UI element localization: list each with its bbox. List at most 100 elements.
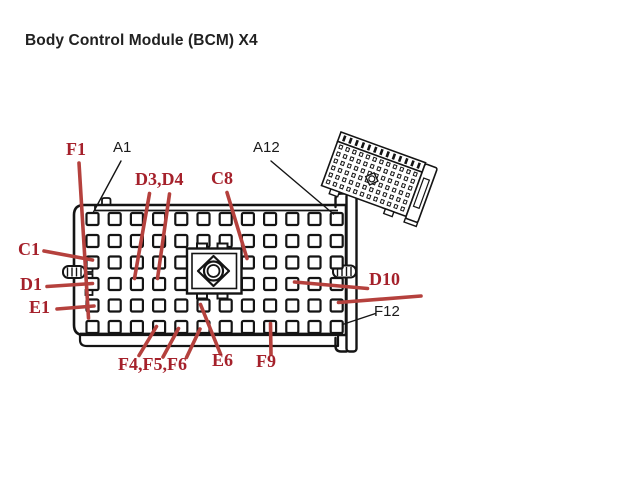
iso-pin-hole: [339, 183, 345, 190]
iso-pin-hole: [335, 151, 341, 157]
page-title: Body Control Module (BCM) X4: [25, 32, 258, 49]
iso-pin-hole: [399, 206, 406, 212]
callout-label-f1: F1: [66, 139, 86, 159]
iso-top-slot: [391, 153, 397, 160]
connector-bottom-lip: [78, 333, 340, 348]
pin-C9: [263, 255, 278, 270]
iso-pin-hole: [383, 168, 389, 175]
iso-pin-hole: [355, 158, 362, 165]
iso-pin-hole: [345, 186, 352, 193]
iso-pin-hole: [400, 182, 407, 189]
pin-F10: [285, 319, 300, 335]
center-bolt-block: [185, 242, 243, 300]
iso-pin-hole: [338, 144, 344, 150]
pin-C12: [329, 255, 344, 270]
iso-pin-hole: [395, 196, 402, 203]
iso-pin-hole: [334, 174, 341, 181]
pin-D9: [263, 276, 278, 292]
pin-E7: [218, 298, 233, 313]
pin-F12: [329, 319, 344, 335]
iso-pin-hole: [333, 158, 339, 164]
leader-d10-under: [336, 294, 423, 305]
callout-label-c8: C8: [211, 168, 233, 188]
leader-d1: [45, 281, 95, 289]
pin-E3: [129, 298, 144, 313]
callout-label-d10: D10: [369, 269, 400, 289]
iso-pin-hole: [388, 194, 395, 200]
pin-F11: [307, 319, 322, 335]
pin-F1: [85, 319, 100, 335]
iso-pin-hole: [379, 198, 385, 205]
pin-E11: [307, 298, 322, 313]
iso-pin-hole: [380, 175, 386, 182]
pin-A6: [196, 211, 211, 227]
iso-top-slot: [379, 148, 384, 156]
pin-B10: [285, 233, 300, 249]
iso-pin-hole: [368, 186, 374, 193]
pin-E4: [152, 298, 167, 313]
bolt-hole: [206, 264, 221, 278]
leader-f12: [341, 312, 377, 326]
iso-pin-hole: [344, 146, 351, 153]
pin-F2: [107, 319, 122, 335]
iso-top-slot: [354, 139, 359, 147]
pin-B2: [107, 233, 122, 249]
pin-A11: [307, 211, 322, 227]
iso-pin-hole: [382, 191, 388, 198]
iso-pin-hole: [339, 160, 346, 167]
leader-f9: [268, 321, 273, 357]
pin-A4: [152, 211, 167, 227]
iso-pin-hole: [344, 170, 350, 176]
left-lock-tab: [62, 265, 86, 279]
iso-pin-hole: [387, 177, 393, 184]
pin-D5: [174, 276, 189, 292]
leader-f1: [77, 161, 91, 320]
leader-e1: [55, 304, 96, 311]
pin-F7: [218, 319, 233, 335]
leader-a1: [92, 160, 122, 213]
pin-C5: [174, 255, 189, 270]
iso-pin-hole: [362, 161, 369, 167]
pin-D3: [129, 276, 144, 292]
iso-pin-hole: [412, 171, 418, 177]
pin-E10: [285, 298, 300, 313]
iso-pin-hole: [389, 170, 396, 177]
iso-pin-hole: [346, 163, 352, 169]
pin-A1: [85, 211, 100, 227]
iso-pin-hole: [359, 191, 365, 197]
leader-a12: [270, 160, 335, 215]
iso-top-slot: [404, 157, 409, 165]
iso-pin-hole: [350, 172, 357, 179]
pin-B12: [329, 233, 344, 249]
callout-label-e6: E6: [212, 350, 234, 370]
iso-pin-hole: [402, 199, 408, 205]
pin-B5: [174, 233, 189, 249]
pin-A7: [218, 211, 233, 227]
pin-E9: [263, 298, 278, 313]
iso-pin-hole: [351, 149, 358, 155]
iso-pin-hole: [328, 172, 334, 178]
pin-E2: [107, 298, 122, 313]
iso-pin-hole: [372, 196, 379, 202]
iso-pin-hole: [348, 179, 354, 186]
iso-pin-hole: [358, 151, 364, 158]
iso-pin-hole: [361, 184, 368, 191]
pin-C10: [285, 255, 300, 270]
iso-pin-hole: [372, 156, 378, 163]
iso-pin-hole: [366, 193, 372, 200]
iso-top-slot: [342, 135, 347, 142]
iso-pin-hole: [396, 173, 402, 180]
callout-label-d3d4: D3,D4: [135, 169, 184, 189]
iso-top-slot: [360, 142, 366, 149]
iso-pin-hole: [403, 175, 409, 182]
callout-label-f12: F12: [374, 303, 400, 320]
pin-A3: [129, 211, 144, 227]
pin-D8: [240, 276, 255, 292]
iso-pin-hole: [410, 178, 416, 184]
bcm-connector-isometric-icon: [320, 130, 438, 228]
leader-c1: [42, 249, 95, 262]
iso-pin-hole: [365, 154, 371, 160]
callout-label-e1: E1: [29, 297, 51, 317]
connector-top-notch: [101, 197, 112, 205]
